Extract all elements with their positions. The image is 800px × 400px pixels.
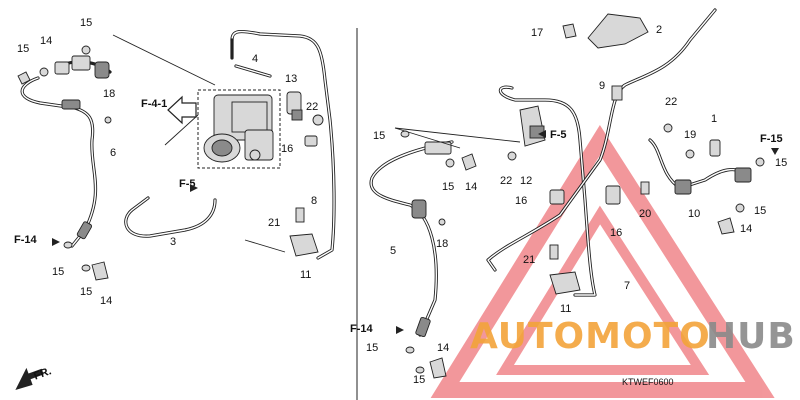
callout: 14 <box>100 295 112 307</box>
callout: F-15 <box>760 133 783 145</box>
callout: 2 <box>656 24 662 36</box>
brake-pipe-7 <box>498 85 597 297</box>
fasteners-left <box>17 45 112 281</box>
bracket-11-right <box>549 244 581 295</box>
callout-labels: 15 14 15 18 6 F-14 15 15 14 4 13 22 16 F… <box>14 17 787 386</box>
callout: 15 <box>366 342 378 354</box>
front-direction-arrow: FR. <box>15 365 53 391</box>
callout: 15 <box>52 266 64 278</box>
bracket-11-left <box>244 207 319 257</box>
cover-2 <box>562 13 649 49</box>
front-label: FR. <box>32 365 53 382</box>
callout: 21 <box>523 254 535 266</box>
callout: 15 <box>80 17 92 29</box>
abs-modulator-frame <box>197 89 281 169</box>
watermark-hub: HUB <box>706 316 796 357</box>
ref-label: F-5 <box>550 129 567 141</box>
joint-16-center <box>549 189 565 205</box>
ref-arrows: F-4-1 F-5 <box>52 98 779 334</box>
bracket-12 <box>507 105 546 161</box>
callout: 13 <box>285 73 297 85</box>
callout: 5 <box>390 245 396 257</box>
callout: 3 <box>170 236 176 248</box>
callout: 15 <box>373 130 385 142</box>
callout: 4 <box>252 53 258 65</box>
leader-line <box>164 114 199 146</box>
callout: 15 <box>17 43 29 55</box>
callout: 6 <box>110 147 116 159</box>
ref-arrow-f15 <box>771 148 779 155</box>
callout: 7 <box>624 280 630 292</box>
callout: 15 <box>442 181 454 193</box>
watermark-auto: AUTOMOTO <box>470 316 711 357</box>
brake-pipe-9 <box>486 8 717 272</box>
ref-arrow-f14 <box>396 326 404 334</box>
callout: F-14 <box>350 323 374 335</box>
abs-modulator <box>203 94 274 163</box>
callout: 21 <box>268 217 280 229</box>
diagram-code: KTWEF0600 <box>622 377 674 387</box>
callout: 22 <box>306 101 318 113</box>
ref-arrow-f5 <box>190 184 198 192</box>
callout: 9 <box>599 80 605 92</box>
brake-pipe-8 <box>230 29 336 260</box>
ref-label: F-4-1 <box>141 98 167 110</box>
watermark-text: AUTOMOTO HUB <box>470 316 796 357</box>
callout: 11 <box>560 303 571 315</box>
callout: 14 <box>40 35 52 47</box>
fasteners-center <box>400 130 477 379</box>
callout: 14 <box>437 342 449 354</box>
callout: 14 <box>465 181 477 193</box>
callout: 15 <box>775 157 787 169</box>
callout: 11 <box>300 269 311 281</box>
callout: 18 <box>103 88 115 100</box>
callout: 22 <box>665 96 677 108</box>
brake-hose-6 <box>20 55 112 248</box>
callout: 15 <box>80 286 92 298</box>
callout: 16 <box>515 195 527 207</box>
leader-line <box>112 34 216 86</box>
brake-pipe-3 <box>124 196 217 238</box>
callout: 10 <box>688 208 700 220</box>
ref-arrow-f5 <box>538 130 546 138</box>
callout: 1 <box>711 113 717 125</box>
ref-arrow-f14 <box>52 238 60 246</box>
callout: 12 <box>520 175 532 187</box>
callout: 15 <box>754 205 766 217</box>
callout: 22 <box>500 175 512 187</box>
callout: 16 <box>281 143 293 155</box>
watermark-triangle <box>430 124 775 398</box>
callout: 8 <box>311 195 317 207</box>
callout: 17 <box>531 27 543 39</box>
ref-arrow-f41 <box>167 95 197 125</box>
callout: 18 <box>436 238 448 250</box>
callout: 14 <box>740 223 752 235</box>
callout: 16 <box>610 227 622 239</box>
parts-13-22-16 <box>286 91 324 147</box>
fasteners-right <box>605 123 765 235</box>
callout: 19 <box>684 129 696 141</box>
callout: F-14 <box>14 234 38 246</box>
callout: 15 <box>413 374 425 386</box>
brake-hose-10 <box>648 138 752 195</box>
callout: 20 <box>639 208 651 220</box>
brake-hose-5 <box>369 127 521 338</box>
